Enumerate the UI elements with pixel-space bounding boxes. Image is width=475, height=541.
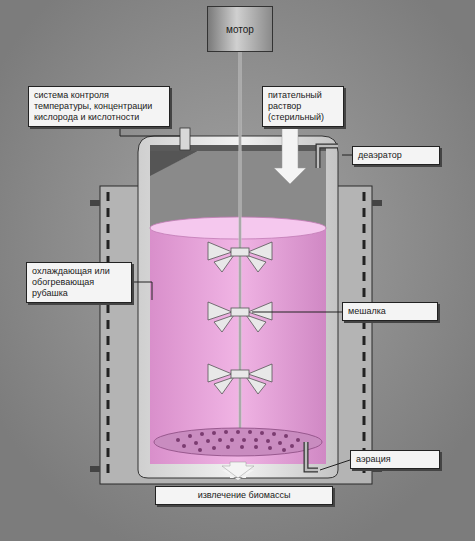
label-text: охлаждающая или обогревающая рубашка <box>32 266 126 299</box>
label-text: извлечение биомассы <box>161 490 327 501</box>
label-text: питательный раствор (стерильный) <box>268 90 338 123</box>
callout-box: аэрация <box>350 450 440 469</box>
label-text: система контроля температуры, концентрац… <box>34 90 164 123</box>
label-text: деаэратор <box>358 150 434 161</box>
label-text: аэрация <box>356 454 434 465</box>
callout-box: деаэратор <box>352 146 440 165</box>
motor-box: мотор <box>207 6 273 52</box>
label-text: мешалка <box>348 306 432 317</box>
callout-box: извлечение биомассы <box>155 486 333 505</box>
label-text: мотор <box>226 24 254 35</box>
callout-box: система контроля температуры, концентрац… <box>28 86 170 127</box>
callout-box: питательный раствор (стерильный) <box>262 86 344 127</box>
callout-box: охлаждающая или обогревающая рубашка <box>26 262 132 303</box>
callout-box: мешалка <box>342 302 438 321</box>
